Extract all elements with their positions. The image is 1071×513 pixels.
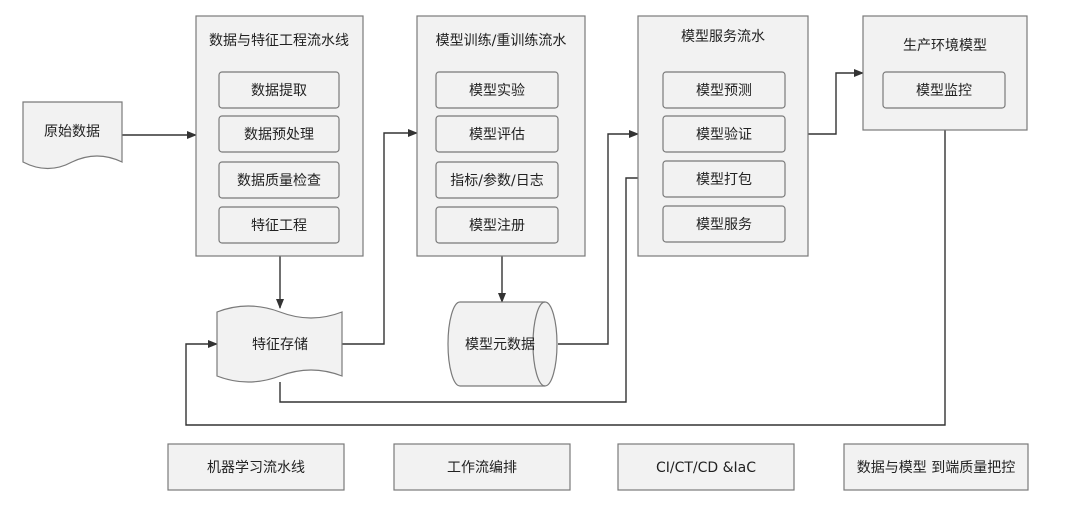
footer-ci-ct-cd-iac: CI/CT/CD &IaC: [656, 460, 756, 476]
step-model-serve: 模型服务: [696, 217, 752, 233]
step-model-evaluate: 模型评估: [469, 127, 525, 143]
step-model-experiment: 模型实验: [469, 83, 525, 99]
source-data-node: 原始数据: [22, 101, 123, 170]
group-production: 生产环境模型 模型监控: [862, 15, 1028, 131]
step-model-package: 模型打包: [696, 171, 752, 188]
step-model-predict: 模型预测: [696, 83, 752, 99]
step-data-extract: 数据提取: [251, 83, 307, 99]
arrow-metadata-to-serving: [558, 130, 639, 345]
group-data-feature-pipeline: 数据与特征工程流水线 数据提取 数据预处理 数据质量检查 特征工程: [195, 15, 364, 257]
feature-store-label: 特征存储: [252, 337, 308, 353]
source-data-label: 原始数据: [44, 124, 100, 140]
group-title: 数据与特征工程流水线: [209, 33, 349, 49]
group-title: 模型训练/重训练流水: [436, 33, 567, 49]
footer-ml-pipeline: 机器学习流水线: [207, 460, 305, 476]
connectors: [122, 69, 946, 426]
step-model-validate: 模型验证: [696, 127, 752, 143]
footer-workflow-orchestration: 工作流编排: [447, 460, 517, 476]
model-metadata-node: 模型元数据: [447, 301, 558, 387]
arrow-monitor-feedback: [185, 130, 946, 426]
feature-store-node: 特征存储: [216, 305, 343, 383]
arrow-serving-to-production: [808, 69, 864, 135]
arrow-store-to-training: [342, 129, 418, 345]
step-data-preprocess: 数据预处理: [244, 127, 314, 143]
footer-legend: 机器学习流水线 工作流编排 CI/CT/CD &IaC 数据与模型 到端质量把控: [167, 443, 1029, 491]
step-data-quality-check: 数据质量检查: [237, 173, 321, 189]
step-model-monitor: 模型监控: [916, 83, 972, 99]
step-model-register: 模型注册: [469, 218, 525, 234]
step-feature-engineering: 特征工程: [251, 218, 307, 234]
group-model-training: 模型训练/重训练流水 模型实验 模型评估 指标/参数/日志 模型注册: [416, 15, 586, 257]
footer-quality-control: 数据与模型 到端质量把控: [857, 460, 1015, 476]
group-title: 模型服务流水: [681, 29, 765, 45]
model-metadata-label: 模型元数据: [465, 337, 535, 353]
arrow-store-to-serving: [279, 174, 660, 403]
group-model-serving: 模型服务流水 模型预测 模型验证 模型打包 模型服务: [637, 15, 809, 257]
group-title: 生产环境模型: [903, 38, 987, 54]
step-metrics-params-logs: 指标/参数/日志: [450, 172, 543, 189]
